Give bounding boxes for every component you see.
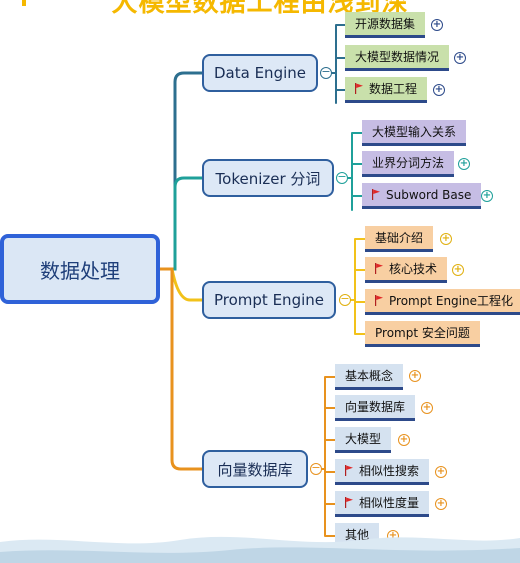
link-branch-1-leaves — [331, 24, 346, 104]
collapse-toggle-data-engine[interactable]: − — [320, 65, 332, 79]
branch-tokenizer[interactable]: Tokenizer 分词 — [202, 159, 334, 197]
red-flag-icon — [375, 295, 383, 306]
leaf-node[interactable]: 大模型 — [335, 427, 392, 453]
leaf-node[interactable]: 业界分词方法 — [362, 151, 455, 177]
leaf-node[interactable]: Prompt 安全问题 — [365, 321, 480, 347]
link-root-branch-4 — [158, 267, 204, 471]
root-node[interactable]: 数据处理 — [0, 234, 160, 304]
link-branch-4-leaves — [321, 376, 336, 537]
expand-toggle[interactable]: + — [431, 19, 443, 31]
leaf-label: 数据工程 — [369, 82, 418, 96]
branch-vector-database[interactable]: 向量数据库 — [202, 450, 308, 488]
title-corner-mark — [22, 0, 36, 6]
red-flag-icon — [375, 263, 383, 274]
link-branch-3-leaves — [350, 238, 366, 335]
leaf-label: Prompt Engine工程化 — [389, 294, 513, 308]
red-flag-icon — [355, 83, 363, 94]
leaf-label: 其他 — [345, 528, 370, 542]
leaf-label: 基础介绍 — [375, 231, 424, 245]
expand-toggle[interactable]: + — [409, 370, 421, 382]
red-flag-icon — [345, 497, 353, 508]
branch-data-engine[interactable]: Data Engine — [202, 54, 318, 92]
leaf-label: 大模型输入关系 — [372, 125, 457, 139]
expand-toggle[interactable]: + — [435, 466, 447, 478]
expand-toggle[interactable]: + — [458, 158, 470, 170]
leaf-node[interactable]: 核心技术 — [365, 257, 448, 283]
leaf-label: 相似性度量 — [359, 496, 420, 510]
leaf-node[interactable]: 大模型数据情况 — [345, 45, 450, 71]
leaf-label: 基本概念 — [345, 369, 394, 383]
leaf-node[interactable]: 基础介绍 — [365, 226, 434, 252]
leaf-label: 核心技术 — [389, 262, 438, 276]
leaf-label: 业界分词方法 — [372, 156, 445, 170]
leaf-label: 大模型 — [345, 432, 382, 446]
leaf-node[interactable]: 大模型输入关系 — [362, 120, 467, 146]
leaf-node[interactable]: 相似性搜索 — [335, 459, 430, 485]
link-root-branch-1 — [158, 71, 204, 271]
branch-prompt-engine[interactable]: Prompt Engine — [202, 281, 336, 319]
leaf-node[interactable]: 向量数据库 — [335, 395, 416, 421]
link-branch-2-leaves — [347, 132, 363, 211]
leaf-node[interactable]: 相似性度量 — [335, 491, 430, 517]
expand-toggle[interactable]: + — [398, 434, 410, 446]
leaf-label: Subword Base — [386, 187, 472, 202]
leaf-node[interactable]: Subword Base — [362, 183, 482, 209]
page-title: 大模型数据工程由浅到深 — [111, 0, 409, 18]
leaf-node[interactable]: 数据工程 — [345, 77, 428, 103]
collapse-toggle-tokenizer[interactable]: − — [336, 170, 348, 184]
expand-toggle[interactable]: + — [440, 233, 452, 245]
leaf-node[interactable]: 开源数据集 — [345, 12, 426, 38]
expand-toggle[interactable]: + — [435, 498, 447, 510]
branch-label: Data Engine — [214, 64, 306, 82]
expand-toggle[interactable]: + — [421, 402, 433, 414]
link-root-branch-2 — [158, 176, 204, 271]
decorative-wave — [0, 536, 520, 563]
branch-label: Tokenizer 分词 — [215, 169, 321, 188]
expand-toggle[interactable]: + — [454, 52, 466, 64]
leaf-label: Prompt 安全问题 — [375, 326, 470, 340]
red-flag-icon — [372, 189, 380, 200]
collapse-toggle-vector-database[interactable]: − — [310, 461, 322, 475]
expand-toggle[interactable]: + — [433, 84, 445, 96]
branch-label: 向量数据库 — [217, 460, 293, 479]
leaf-label: 向量数据库 — [345, 400, 406, 414]
root-label: 数据处理 — [40, 258, 120, 283]
leaf-label: 相似性搜索 — [359, 464, 420, 478]
collapse-toggle-prompt-engine[interactable]: − — [339, 292, 351, 306]
leaf-label: 大模型数据情况 — [355, 50, 440, 64]
branch-label: Prompt Engine — [214, 291, 324, 309]
leaf-node[interactable]: Prompt Engine工程化 — [365, 289, 520, 315]
red-flag-icon — [345, 465, 353, 476]
expand-toggle[interactable]: + — [481, 190, 493, 202]
expand-toggle[interactable]: + — [452, 264, 464, 276]
leaf-label: 开源数据集 — [355, 17, 416, 31]
link-root-branch-3 — [158, 267, 204, 302]
leaf-node[interactable]: 基本概念 — [335, 364, 404, 390]
